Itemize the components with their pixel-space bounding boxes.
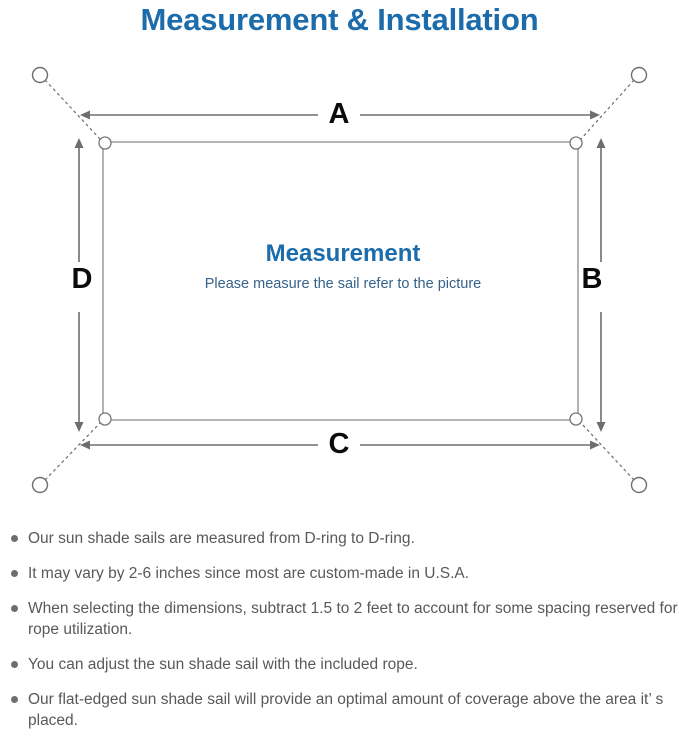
- note-text: It may vary by 2-6 inches since most are…: [28, 565, 470, 582]
- note-text: When selecting the dimensions, subtract …: [28, 600, 678, 638]
- rope-line-top-right: [580, 79, 635, 140]
- anchor-point-top-right: [630, 66, 648, 84]
- anchor-points: [31, 66, 648, 494]
- dimension-label-c: C: [328, 428, 350, 460]
- measurement-subheading: Please measure the sail refer to the pic…: [204, 276, 482, 292]
- list-item: You can adjust the sun shade sail with t…: [0, 654, 679, 675]
- note-text: You can adjust the sun shade sail with t…: [28, 656, 418, 673]
- bullet-icon: [11, 696, 18, 703]
- d-ring-top-right: [569, 136, 583, 150]
- anchor-point-top-left: [31, 66, 49, 84]
- rope-line-top-left: [44, 79, 101, 140]
- d-ring-bottom-left: [98, 412, 112, 426]
- bullet-icon: [11, 605, 18, 612]
- rope-line-bottom-left: [44, 422, 101, 481]
- dimension-label-d: D: [71, 263, 93, 295]
- dimension-label-a: A: [328, 98, 350, 130]
- notes-list: Our sun shade sails are measured from D-…: [0, 528, 679, 731]
- anchor-point-bottom-right: [630, 476, 648, 494]
- note-text: Our flat-edged sun shade sail will provi…: [28, 691, 664, 729]
- page-title: Measurement & Installation: [140, 2, 539, 37]
- bullet-icon: [11, 661, 18, 668]
- rope-lines: [44, 79, 635, 481]
- d-ring-bottom-right: [569, 412, 583, 426]
- sail-diagram: A B C D Measurement Please measure the s…: [0, 50, 679, 520]
- sail-diagram-svg: [31, 66, 648, 494]
- dimension-lines: [74, 110, 606, 450]
- bullet-icon: [11, 535, 18, 542]
- list-item: It may vary by 2-6 inches since most are…: [0, 563, 679, 584]
- list-item: When selecting the dimensions, subtract …: [0, 598, 679, 640]
- anchor-point-bottom-left: [31, 476, 49, 494]
- d-ring-top-left: [98, 136, 112, 150]
- list-item: Our flat-edged sun shade sail will provi…: [0, 689, 679, 731]
- measurement-heading: Measurement: [265, 240, 421, 267]
- dimension-label-b: B: [581, 263, 603, 295]
- list-item: Our sun shade sails are measured from D-…: [0, 528, 679, 549]
- rope-line-bottom-right: [580, 422, 635, 481]
- bullet-icon: [11, 570, 18, 577]
- d-rings: [98, 136, 583, 426]
- note-text: Our sun shade sails are measured from D-…: [28, 530, 415, 547]
